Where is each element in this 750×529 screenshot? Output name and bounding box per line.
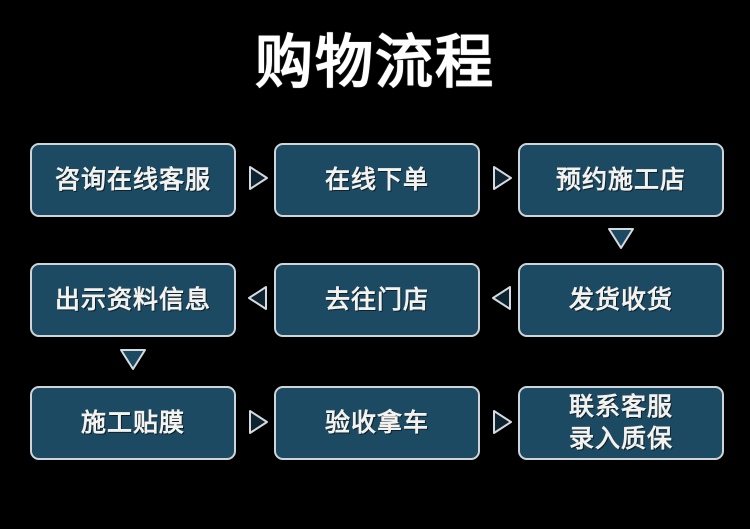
- flow-node-book-install-shop[interactable]: 预约施工店: [518, 143, 724, 217]
- page-title: 购物流程: [254, 28, 495, 96]
- flow-node-label: 施工贴膜: [80, 408, 185, 437]
- flow-node-label: 预约施工店: [555, 165, 686, 194]
- flow-node-place-order[interactable]: 在线下单: [274, 143, 480, 217]
- flow-node-go-to-store[interactable]: 去往门店: [274, 263, 480, 337]
- flow-node-label: 发货收货: [568, 285, 673, 314]
- flow-node-label: 验收拿车: [324, 408, 429, 437]
- flow-node-ship-receive[interactable]: 发货收货: [518, 263, 724, 337]
- flow-node-consult-service[interactable]: 咨询在线客服: [30, 143, 236, 217]
- shopping-flow-diagram: 咨询在线客服 在线下单 预约施工店 出示资料信息: [0, 130, 750, 475]
- flow-node-inspect-pickup-car[interactable]: 验收拿车: [274, 386, 480, 460]
- flow-node-present-documents[interactable]: 出示资料信息: [30, 263, 236, 337]
- flow-node-label: 咨询在线客服: [54, 165, 211, 194]
- flow-node-label: 出示资料信息: [54, 285, 211, 314]
- flow-node-apply-film[interactable]: 施工贴膜: [30, 386, 236, 460]
- flow-node-contact-service-warranty[interactable]: 联系客服 录入质保: [518, 386, 724, 460]
- flow-node-label: 在线下单: [324, 165, 429, 194]
- flow-node-label: 去往门店: [324, 285, 429, 314]
- flow-node-label: 联系客服 录入质保: [568, 392, 673, 453]
